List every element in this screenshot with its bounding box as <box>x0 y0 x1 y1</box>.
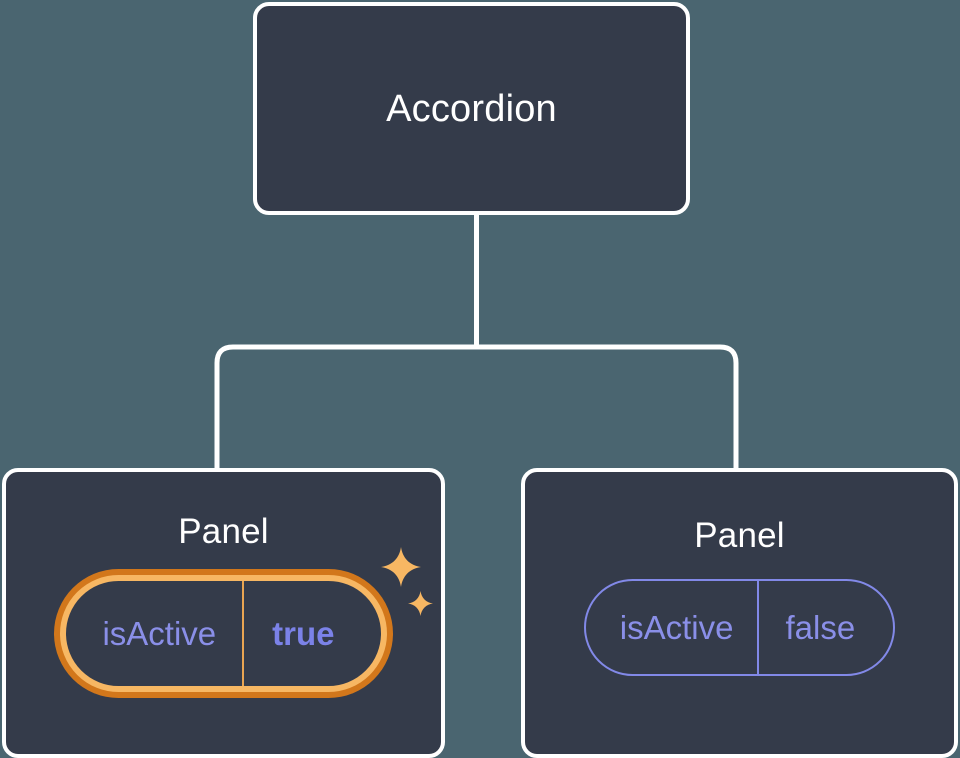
prop-pill[interactable]: isActive false <box>583 579 896 676</box>
prop-value: true <box>242 581 380 686</box>
prop-key: isActive <box>102 614 217 652</box>
prop-pill-wrapper: isActive false <box>583 579 896 676</box>
prop-pill-highlighted[interactable]: isActive true <box>60 575 387 692</box>
prop-pill-wrapper: isActive true <box>60 547 433 692</box>
sparkle-large-icon <box>380 547 421 587</box>
node-title: Panel <box>694 516 785 555</box>
connector-branch-bar <box>214 344 739 470</box>
prop-value: false <box>757 581 893 674</box>
node-accordion[interactable]: Accordion <box>253 2 690 215</box>
prop-key: isActive <box>619 608 734 646</box>
node-title: Panel <box>178 512 269 551</box>
node-title: Accordion <box>386 87 557 130</box>
sparkle-small-icon <box>407 591 433 616</box>
node-panel-inactive[interactable]: Panel isActive false <box>521 468 958 758</box>
node-panel-active[interactable]: Panel isActive true <box>2 468 445 758</box>
